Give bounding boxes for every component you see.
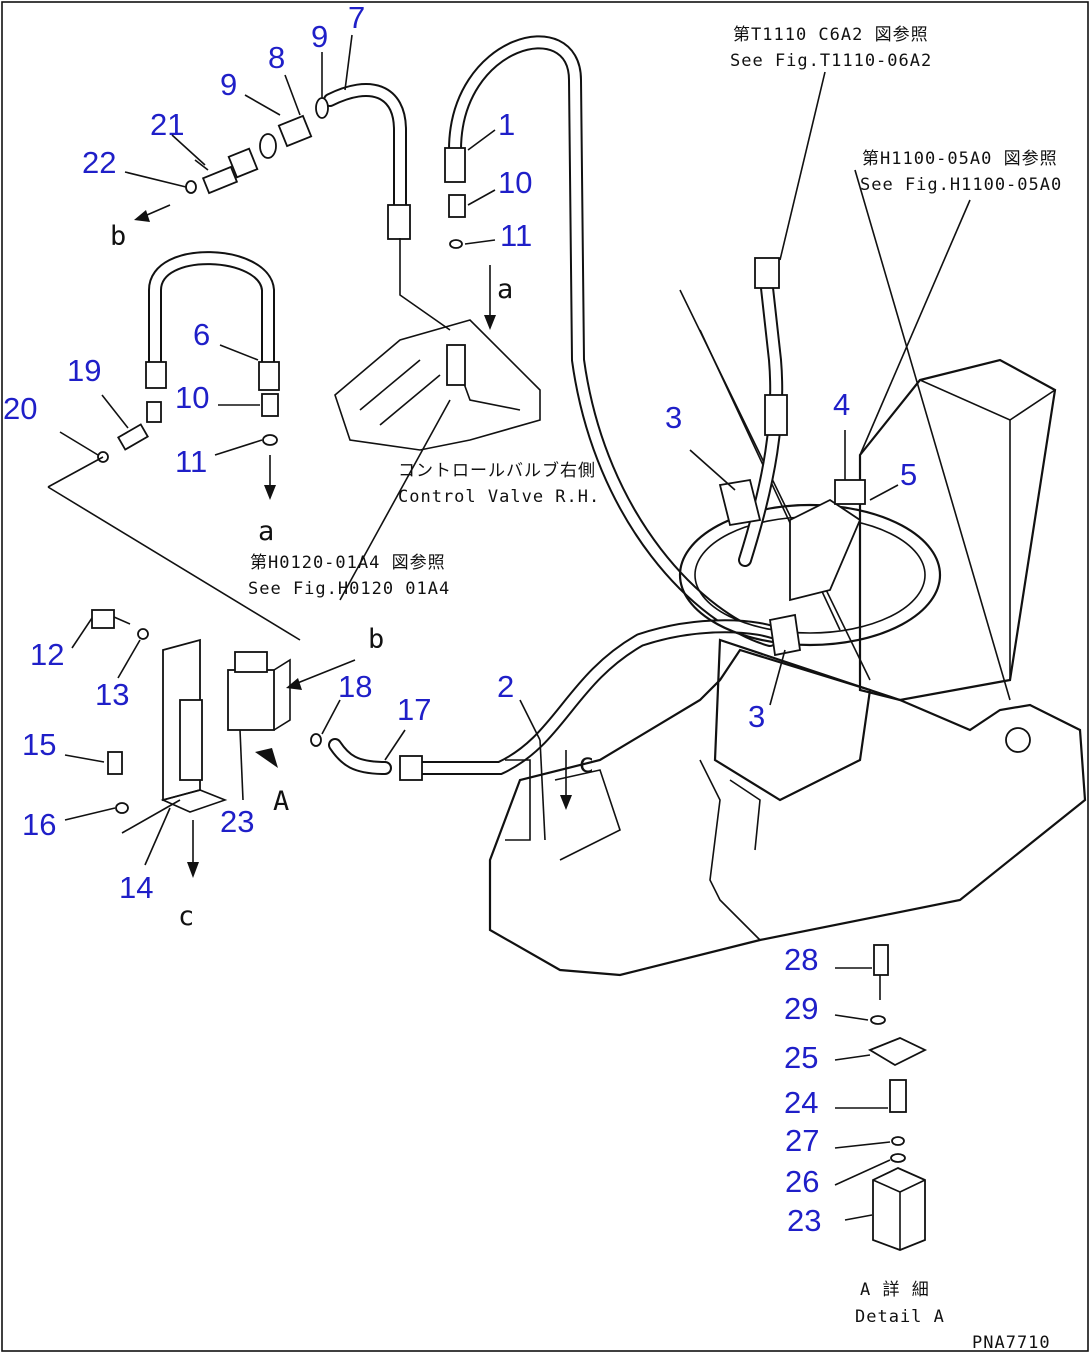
- part-number: 3: [665, 400, 682, 435]
- part-number: 18: [338, 669, 372, 704]
- hose-bundle-3: [678, 257, 942, 657]
- part-number: 13: [95, 677, 129, 712]
- callout-letter: A: [273, 786, 289, 817]
- part-number: 23: [787, 1203, 821, 1238]
- part-number: 12: [30, 637, 64, 672]
- part-number: 4: [833, 387, 850, 422]
- callout-letter: a: [497, 274, 513, 305]
- ref-h0120-en: See Fig.H0120 01A4: [248, 579, 450, 599]
- ref-h1100-jp: 第H1100-05A0 図参照: [862, 149, 1058, 169]
- drawing-code: PNA7710: [972, 1333, 1051, 1353]
- callout-letter: a: [258, 516, 274, 547]
- detail-title-en: Detail A: [855, 1307, 945, 1327]
- part-number: 10: [498, 165, 532, 200]
- part-number: 15: [22, 727, 56, 762]
- fitting-19: [97, 401, 162, 463]
- part-number: 10: [175, 380, 209, 415]
- part-number: 25: [784, 1040, 818, 1075]
- part-number: 5: [900, 457, 917, 492]
- ref-t1110-en: See Fig.T1110-06A2: [730, 51, 932, 71]
- part-number: 24: [784, 1085, 818, 1120]
- direction-arrows: [134, 204, 572, 878]
- callout-letter: c: [578, 748, 594, 779]
- part-number: 29: [784, 991, 818, 1026]
- fitting-10-upper: [448, 194, 466, 249]
- part-number: 20: [3, 391, 37, 426]
- control-valve-jp: コントロールバルブ右側: [398, 460, 596, 481]
- hose-6: [145, 251, 280, 391]
- part-number: 26: [785, 1164, 819, 1199]
- washer-18: [310, 733, 322, 747]
- callout-letter: b: [110, 221, 126, 252]
- part-number: 28: [784, 942, 818, 977]
- fitting-stack-top: [185, 97, 329, 195]
- part-number: 21: [150, 107, 184, 142]
- part-number: 2: [497, 669, 514, 704]
- hose-1: [444, 35, 777, 647]
- part-number: 11: [175, 444, 207, 479]
- letter-labels: a a b b c c A: [110, 221, 594, 932]
- bracket-14: [160, 638, 228, 813]
- part-number: 22: [82, 145, 116, 180]
- reference-notes: 第T1110 C6A2 図参照 See Fig.T1110-06A2 第H110…: [248, 25, 1062, 1353]
- elbow-17: [328, 738, 392, 775]
- part-number: 11: [500, 218, 532, 253]
- part-number: 9: [311, 19, 328, 54]
- detail-A-parts: [867, 944, 928, 1251]
- ref-t1110-jp: 第T1110 C6A2 図参照: [733, 25, 929, 45]
- part-number: 9: [220, 67, 237, 102]
- label-leaders: [59, 34, 899, 1221]
- callout-letter: b: [368, 624, 384, 655]
- machine-body: [488, 358, 1087, 977]
- detail-title-jp: A 詳 細: [860, 1280, 930, 1300]
- part-labels: 1 2 3 3 4 5 6 7 8 9 9 10 10 11 11 12 13 …: [3, 0, 917, 1238]
- hose-2: [399, 619, 787, 781]
- part-number: 7: [348, 0, 365, 35]
- part-number: 17: [397, 692, 431, 727]
- bolt-12: [91, 609, 149, 640]
- part-number: 19: [67, 353, 101, 388]
- callout-letter: c: [178, 901, 194, 932]
- part-number: 6: [193, 317, 210, 352]
- bolt-15: [107, 751, 129, 814]
- valve-block-23: [227, 651, 291, 731]
- part-number: 23: [220, 804, 254, 839]
- ref-h0120-jp: 第H0120-01A4 図参照: [250, 553, 446, 573]
- part-number: 1: [498, 107, 515, 142]
- control-valve: [334, 319, 541, 451]
- fitting-10-left: [261, 393, 279, 446]
- leader-lines: [47, 71, 1011, 834]
- ref-h1100-en: See Fig.H1100-05A0: [860, 175, 1062, 195]
- part-number: 16: [22, 807, 56, 842]
- control-valve-en: Control Valve R.H.: [398, 487, 600, 507]
- part-number: 8: [268, 40, 285, 75]
- part-number: 14: [119, 870, 153, 905]
- view-arrow-A: [255, 748, 278, 768]
- part-number: 27: [785, 1123, 819, 1158]
- part-number: 3: [748, 699, 765, 734]
- hose-7: [323, 83, 411, 240]
